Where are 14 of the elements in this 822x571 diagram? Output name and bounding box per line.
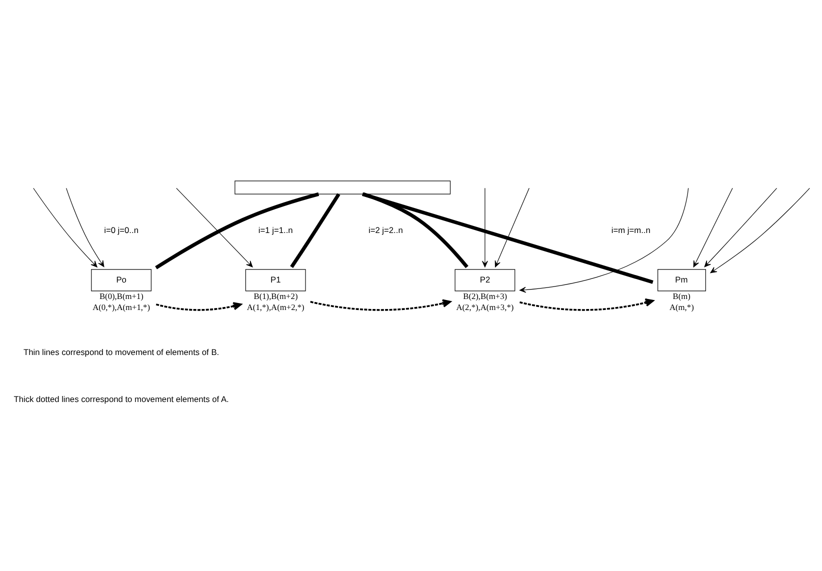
- node-label: A(m,*): [669, 303, 694, 312]
- label: i=1 j=1..n: [258, 224, 293, 235]
- node-label: A(1,*),A(m+2,*): [246, 303, 304, 312]
- node-label: B(1),B(m+2): [254, 292, 298, 301]
- label: i=0 j=0..n: [104, 224, 138, 235]
- label: Thin lines correspond to movement of elements of B.: [23, 346, 220, 357]
- node-label: A(0,*),A(m+1,*): [92, 303, 150, 312]
- node-label: A(2,*),A(m+3,*): [456, 303, 514, 312]
- label: i=m j=m..n: [611, 224, 650, 235]
- node-label: B(2),B(m+3): [463, 292, 508, 301]
- label: i=2 j=2..n: [368, 224, 403, 235]
- node-label: B(m): [672, 292, 690, 301]
- label: Thick dotted lines correspond to movement elements of A.: [14, 394, 229, 404]
- node-label: B(0),B(m+1): [99, 292, 144, 301]
